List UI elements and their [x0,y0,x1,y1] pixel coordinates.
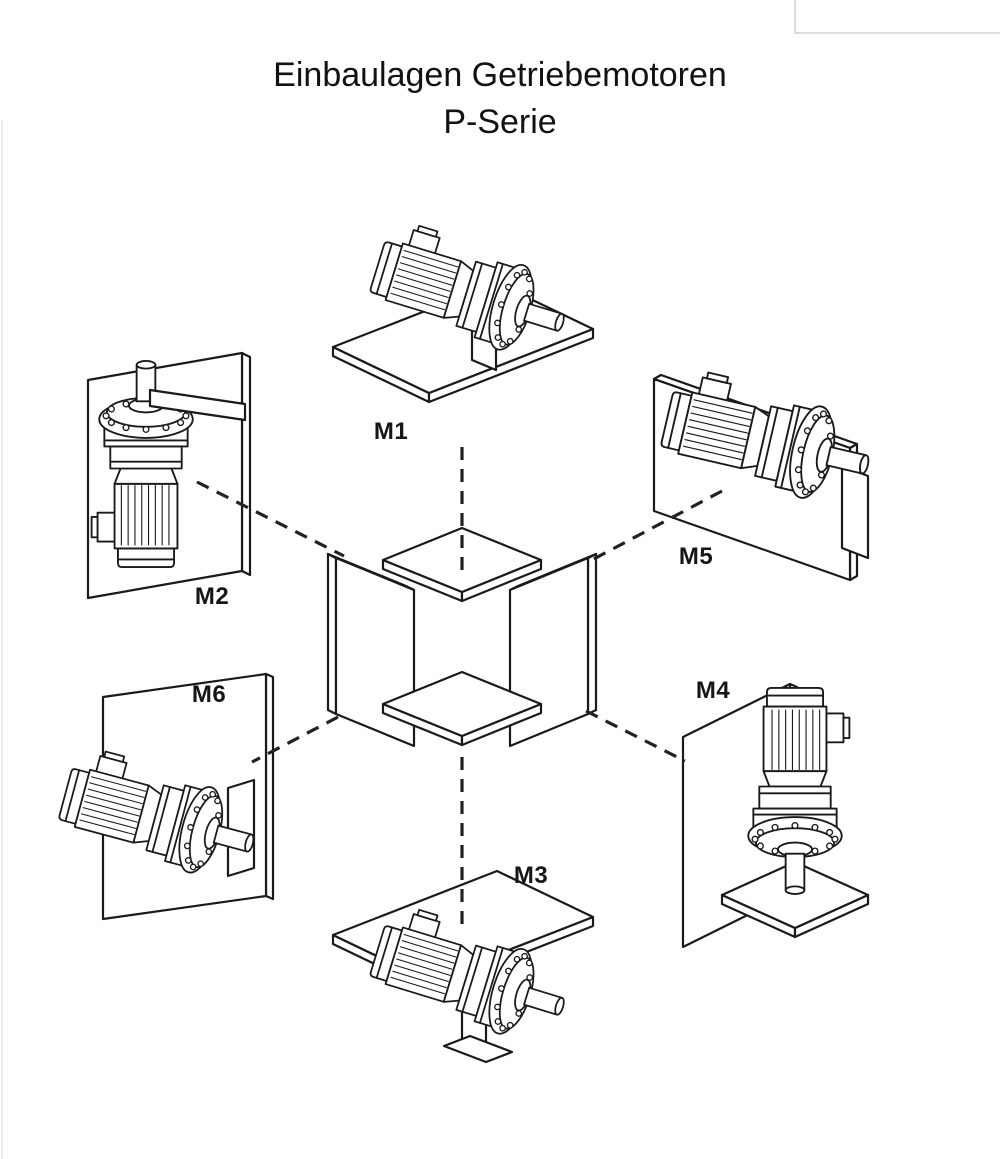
mounting-position-m3 [331,869,595,1064]
support-bracket-m6 [226,778,256,878]
support-bracket-m5 [840,464,870,560]
position-label-m5: M5 [678,543,714,570]
position-label-m1: M1 [373,418,409,445]
dashed-line-m4 [585,709,686,763]
support-bracket-foot-m3 [442,1034,514,1064]
diagram-title-line1: Einbaulagen Getriebemotoren [273,56,727,94]
base-plate-m4 [720,860,870,939]
diagram-title-line2: P-Serie [443,102,557,141]
mounting-position-m4 [681,682,870,949]
diagram-title: Einbaulagen Getriebemotoren P-Serie [0,52,1000,146]
mounting-position-m2 [86,351,252,600]
position-label-m2: M2 [194,583,230,610]
dashed-line-m6 [251,715,339,764]
center-structure [326,526,598,748]
position-label-m4: M4 [695,677,731,704]
axis-lines [196,447,723,929]
dashed-line-m2 [196,480,345,558]
dashed-line-m5 [589,489,723,563]
mounting-position-m6 [53,672,275,921]
mounting-position-m1 [331,216,595,404]
position-label-m3: M3 [513,862,549,889]
position-label-m6: M6 [191,681,227,708]
support-bracket-m2 [148,388,247,422]
mounting-position-m5 [652,364,882,582]
center-bottom-plate [381,670,543,747]
